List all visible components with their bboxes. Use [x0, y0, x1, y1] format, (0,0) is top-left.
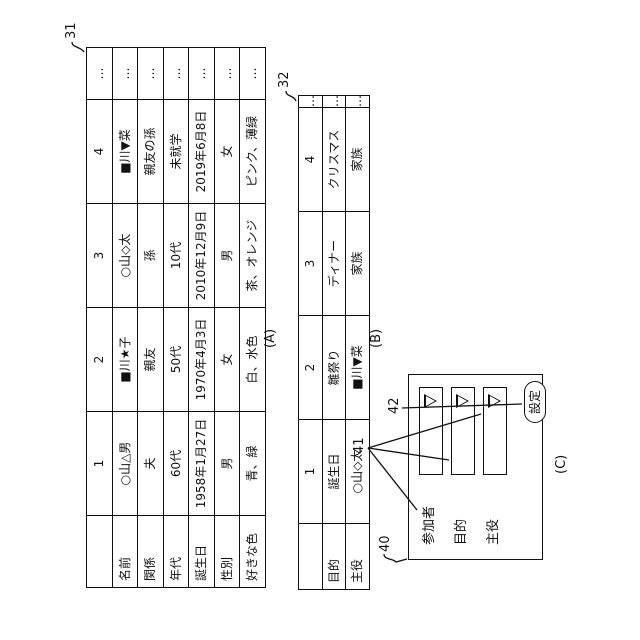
- leader-41a: [368, 448, 417, 510]
- leader-41b: [368, 448, 449, 460]
- leader-40: [384, 554, 407, 562]
- leader-41c: [368, 414, 481, 448]
- leader-42: [402, 404, 522, 408]
- leader-32: [286, 91, 296, 101]
- leader-31: [72, 42, 84, 52]
